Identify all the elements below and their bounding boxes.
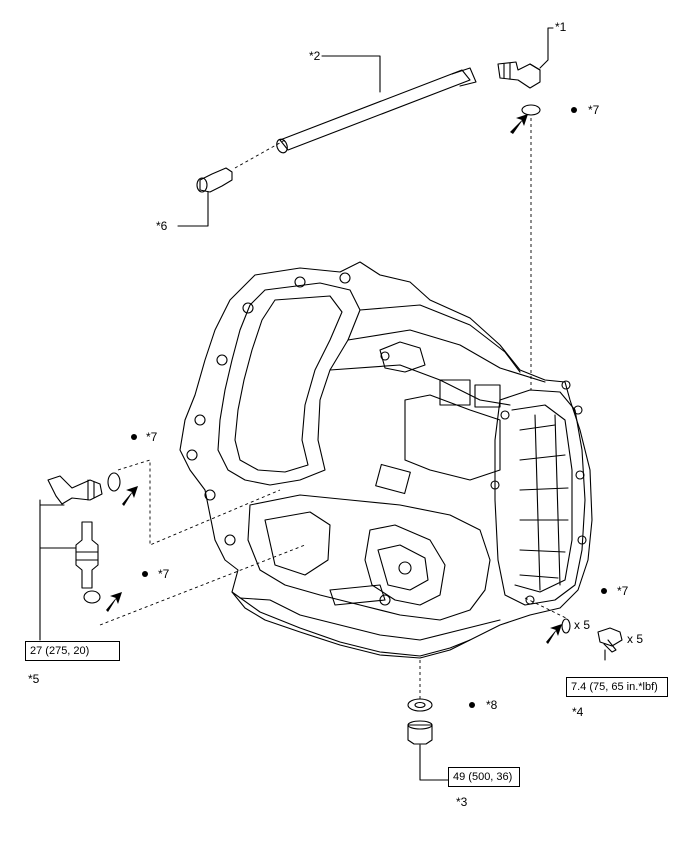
callout-5: *5 <box>28 672 40 686</box>
install-arrow-icon <box>510 114 528 134</box>
install-arrow-icon <box>546 624 562 644</box>
o-ring-right <box>561 618 571 634</box>
elbow-union <box>497 61 541 89</box>
o-ring-top <box>521 104 541 116</box>
bullet-dot-icon <box>601 588 607 594</box>
bolt <box>597 627 623 647</box>
torque-box-5: 27 (275, 20) <box>25 641 120 661</box>
bullet-dot-icon <box>469 702 475 708</box>
oring-quantity: x 5 <box>574 618 591 632</box>
callout-7-right: *7 <box>617 584 629 598</box>
elbow-union-left <box>47 475 103 505</box>
callout-2: *2 <box>309 49 321 63</box>
bolt-quantity: x 5 <box>627 632 644 646</box>
o-ring-left-upper <box>107 472 121 492</box>
neutral-start-switch <box>364 524 446 606</box>
bullet-dot-icon <box>142 571 148 577</box>
callout-8: *8 <box>486 698 498 712</box>
torque-box-4: 7.4 (75, 65 in.*lbf) <box>566 677 668 697</box>
callout-1: *1 <box>555 20 567 34</box>
callout-7-left-lower: *7 <box>158 567 170 581</box>
bullet-dot-icon <box>571 107 577 113</box>
oil-cooler-tube <box>279 69 471 151</box>
bullet-dot-icon <box>131 434 137 440</box>
oil-pan <box>231 591 471 657</box>
callout-6: *6 <box>156 219 168 233</box>
gasket <box>407 698 433 712</box>
callout-4: *4 <box>572 705 584 719</box>
callout-7-left-upper: *7 <box>146 430 158 444</box>
callout-3: *3 <box>456 795 468 809</box>
connector <box>375 463 411 495</box>
callout-7-top: *7 <box>588 103 600 117</box>
straight-union <box>75 521 99 589</box>
o-ring-left-lower <box>83 590 101 604</box>
install-arrow-icon <box>122 486 138 506</box>
install-arrow-icon <box>106 592 122 612</box>
torque-box-3: 49 (500, 36) <box>448 767 520 787</box>
union <box>199 167 233 193</box>
